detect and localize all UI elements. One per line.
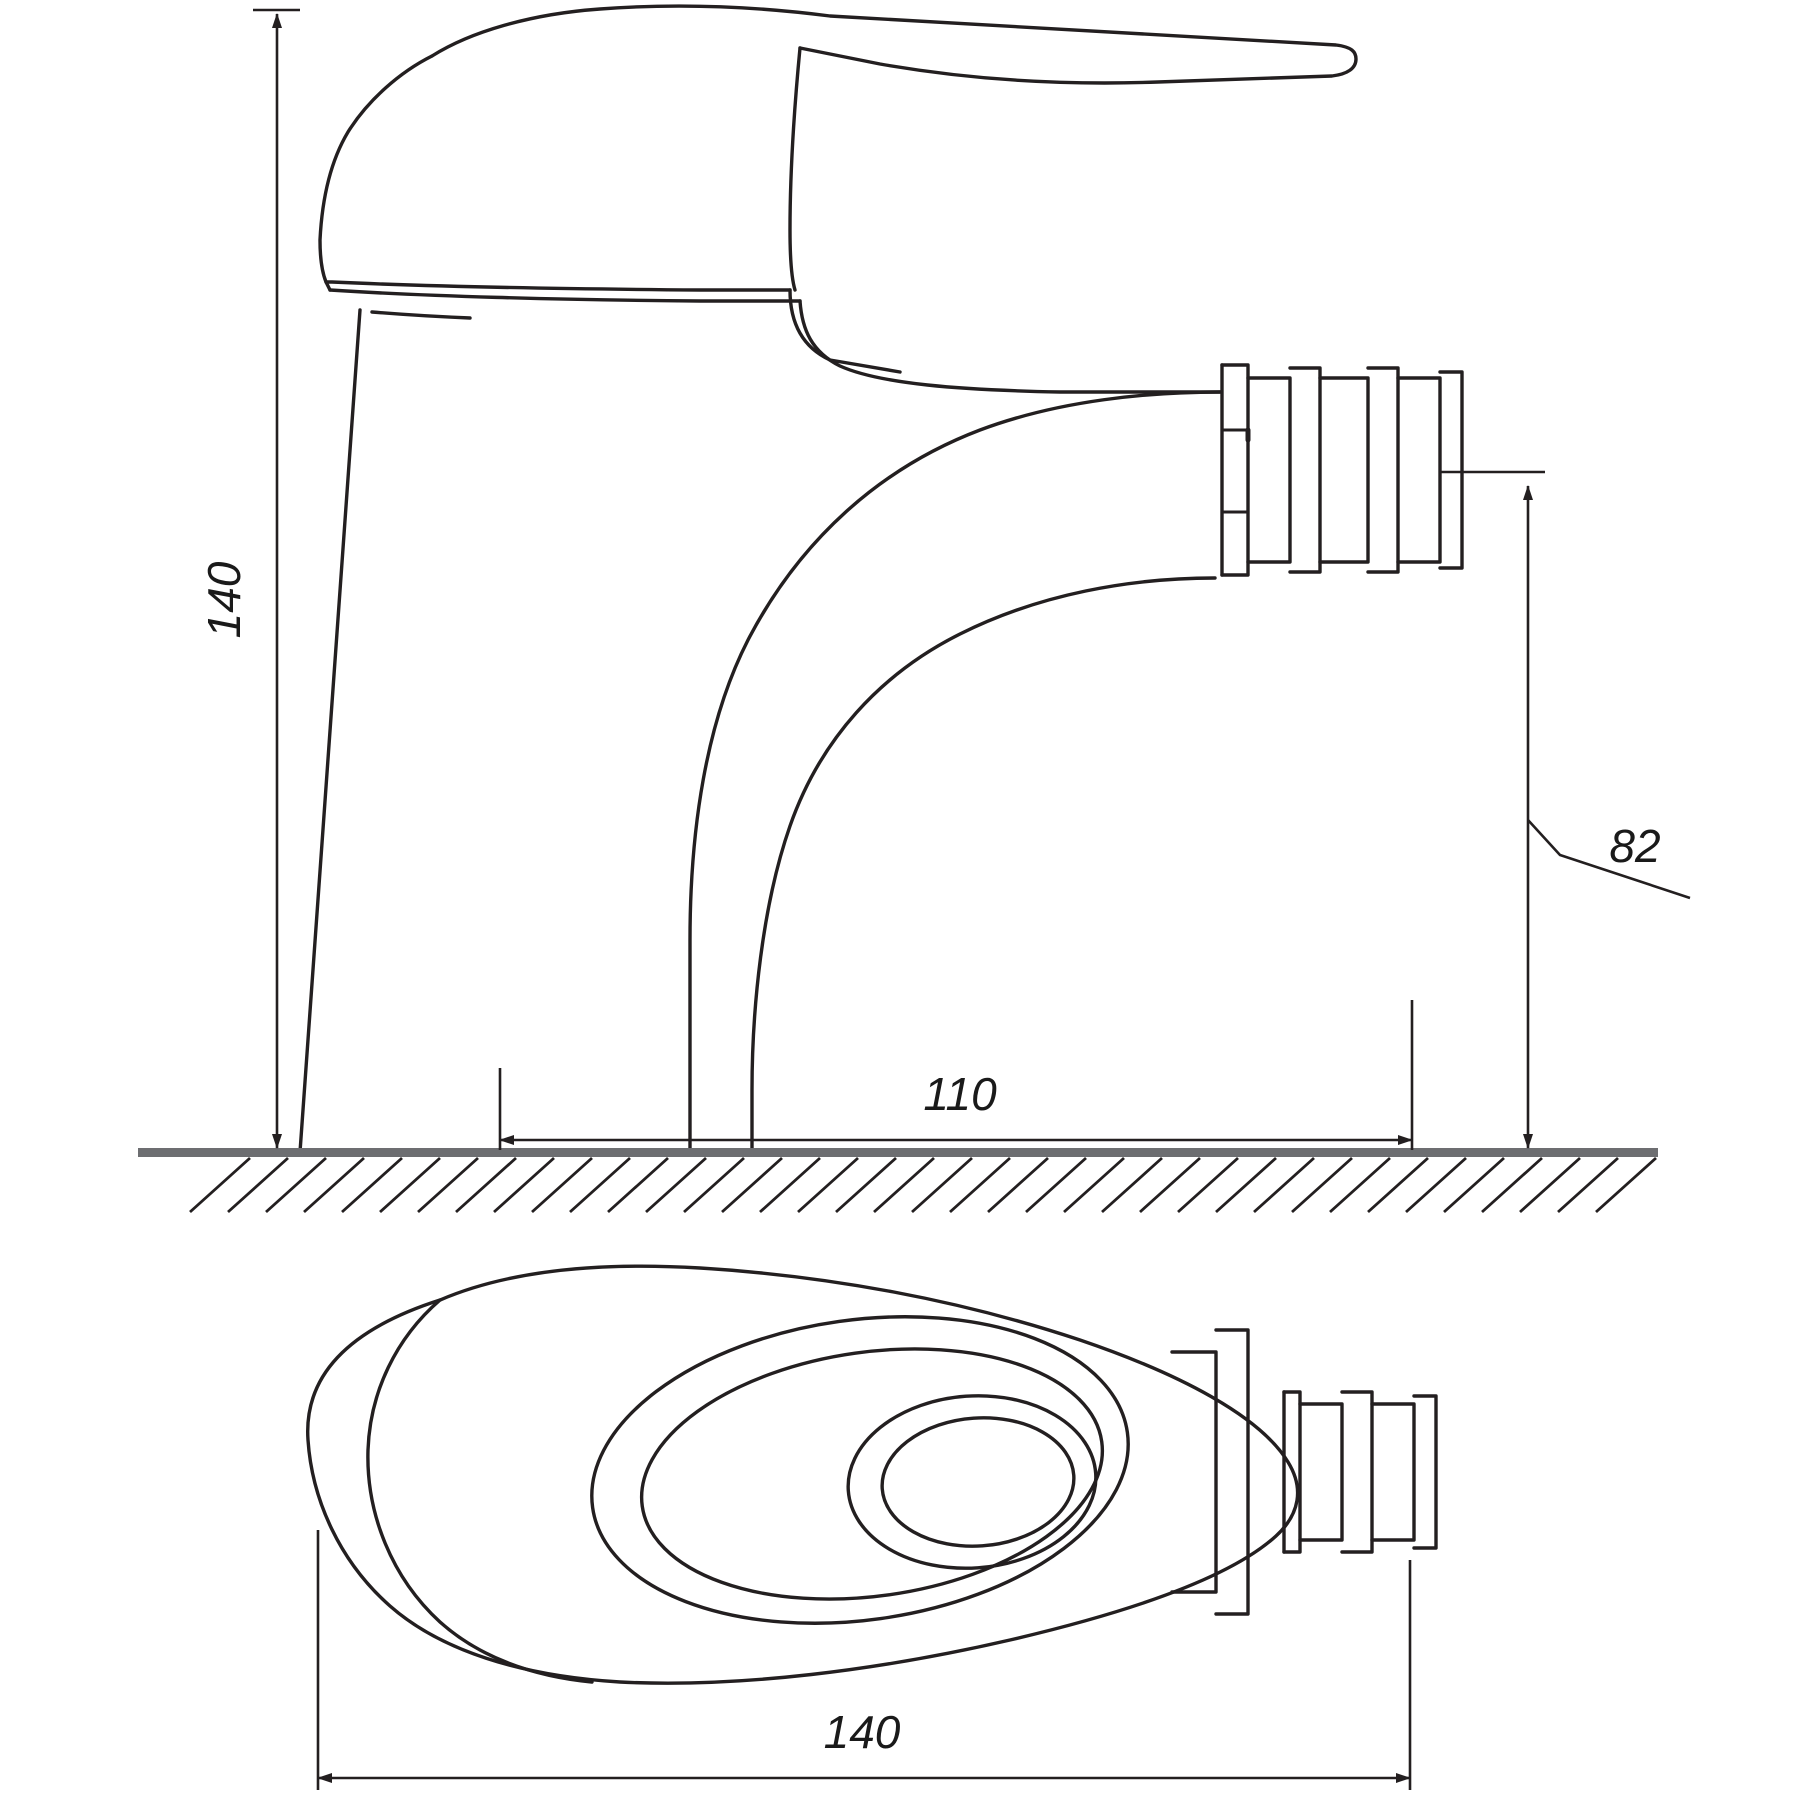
plan-body-inner-rim	[366, 1298, 594, 1684]
spout-height-leader	[1527, 819, 1691, 900]
plan-body-outline	[306, 1264, 1300, 1685]
ground-line-group	[138, 1148, 1658, 1214]
mixer-cap-outline	[318, 54, 434, 292]
column-left-inner	[370, 310, 472, 320]
aerator-housing	[1220, 363, 1464, 577]
spout-height-value: 82	[1609, 820, 1660, 872]
spout-inner-curve	[750, 576, 1217, 1154]
spout-outer-curve	[688, 390, 1222, 1154]
spout-height-dimension	[1440, 470, 1691, 1149]
lever-body-right	[788, 46, 802, 292]
side-elevation-view	[298, 4, 1464, 1154]
cap-band-left	[324, 280, 792, 292]
plan-lever-core	[880, 1416, 1076, 1548]
plan-lever-inner	[846, 1394, 1098, 1570]
overall-height-dimension	[253, 8, 300, 1149]
base-length-value: 140	[824, 1706, 901, 1758]
ground-line	[138, 1148, 1658, 1157]
plan-aerator-housing	[1170, 1328, 1438, 1616]
spout-projection-dimension	[498, 1000, 1414, 1150]
spout-projection-value: 110	[923, 1068, 997, 1120]
base-length-dimension	[316, 1530, 1412, 1790]
plan-lever-outer	[590, 1315, 1130, 1625]
body-shoulder	[798, 299, 1222, 394]
ground-hatching	[189, 1156, 1657, 1214]
lever-handle-outline	[430, 4, 1358, 85]
cap-band-left-lower	[328, 288, 802, 303]
plan-lever-mid	[639, 1347, 1105, 1601]
overall-height-value: 140	[198, 561, 250, 638]
top-plan-view	[306, 1264, 1438, 1685]
column-left-outline	[298, 308, 362, 1154]
